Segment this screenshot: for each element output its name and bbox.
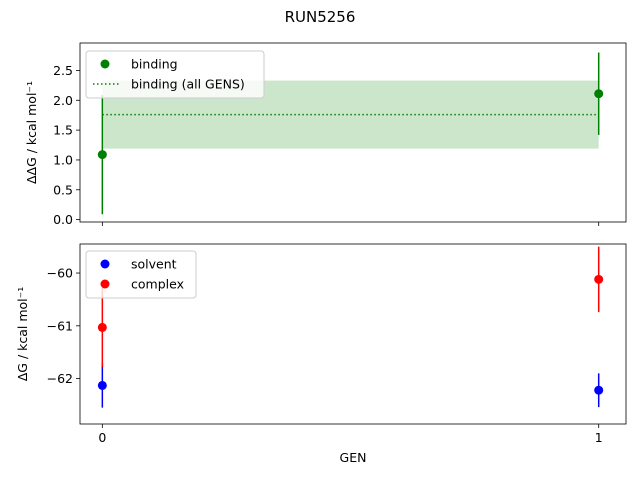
solvent-complex-panel: −62 −61 −60 0 1 ΔG / kcal mol⁻¹ GEN solvent …: [15, 243, 627, 465]
y-tick-label-3: 1.5: [53, 123, 73, 138]
binding-plot-frame: [79, 42, 627, 223]
y-tick-label-4: 2.0: [53, 93, 73, 108]
y-tick-label-1: −61: [47, 318, 73, 333]
dg-legend: solvent complex: [85, 250, 197, 299]
legend-binding-all-gens-label: binding (all GENS): [131, 77, 245, 92]
complex-point-1: [594, 274, 604, 284]
y-tick-label-2: 1.0: [53, 152, 73, 167]
y-tick-label-0: −62: [47, 371, 73, 386]
legend-complex-marker: [100, 279, 110, 289]
y-tick-label-5: 2.5: [53, 63, 73, 78]
legend-binding-label: binding: [131, 57, 178, 72]
binding-legend: binding binding (all GENS): [85, 50, 265, 99]
x-tick-label-1: 1: [595, 430, 603, 445]
solvent-point-0: [97, 380, 107, 390]
dg-marks-layer: [97, 246, 604, 408]
dg-axes: −62 −61 −60 0 1: [47, 266, 603, 445]
legend-solvent-marker: [100, 259, 110, 269]
y-tick-label-2: −60: [47, 266, 73, 281]
binding-axes: 0.0 0.5 1.0 1.5 2.0 2.5: [53, 63, 600, 227]
y-tick-label-1: 0.5: [53, 182, 73, 197]
dg-y-axis-label: ΔG / kcal mol⁻¹: [15, 287, 30, 382]
x-axis-label: GEN: [340, 450, 367, 465]
legend-binding-marker: [100, 59, 110, 69]
solvent-point-1: [594, 385, 604, 395]
binding-marks-layer: [97, 52, 604, 215]
binding-point-0: [97, 150, 107, 160]
complex-point-0: [97, 322, 107, 332]
legend-solvent-label: solvent: [131, 257, 177, 272]
binding-panel: 0.0 0.5 1.0 1.5 2.0 2.5 ΔΔG / kcal mol⁻¹ bind…: [24, 42, 627, 227]
x-tick-label-0: 0: [98, 430, 106, 445]
binding-y-axis-label: ΔΔG / kcal mol⁻¹: [24, 81, 39, 184]
dg-plot-frame: [79, 243, 627, 425]
dg-legend-box: [85, 250, 197, 299]
legend-complex-label: complex: [131, 277, 184, 292]
figure-title: RUN5256: [285, 8, 356, 26]
binding-legend-box: [85, 50, 265, 99]
y-tick-label-0: 0.0: [53, 212, 73, 227]
binding-point-1: [594, 89, 604, 99]
